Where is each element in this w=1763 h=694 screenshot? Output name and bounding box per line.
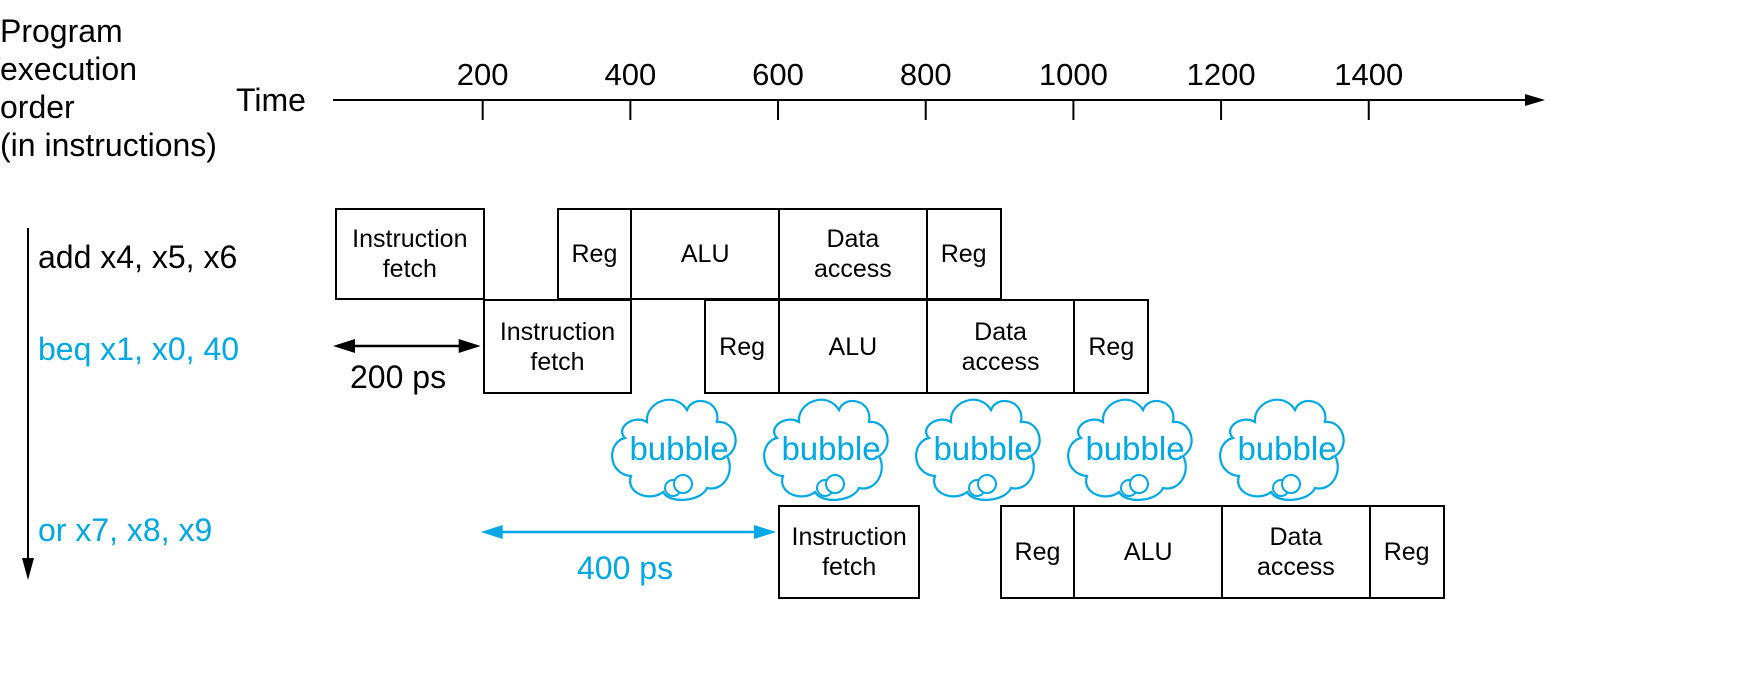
stage-reg: Reg — [556, 208, 633, 300]
bubble-label: bubble — [1237, 430, 1337, 467]
stage-alu: ALU — [778, 299, 928, 394]
axis-tick-label: 1400 — [1334, 57, 1404, 92]
bubble-cloud-icon — [763, 398, 889, 501]
title-line: Program — [0, 13, 123, 49]
axis-tick-label: 1000 — [1038, 57, 1108, 92]
axis-tick-label: 1200 — [1186, 57, 1256, 92]
order-axis-arrowhead — [22, 558, 34, 580]
bubble-cloud-icon — [1067, 398, 1193, 501]
axis-tick-label: 800 — [899, 57, 952, 92]
stage-reg: Reg — [999, 505, 1076, 599]
stage-data-access: Data access — [1221, 505, 1371, 599]
stage-alu: ALU — [1073, 505, 1224, 599]
bubble-label: bubble — [1085, 430, 1185, 467]
interval-arrow — [333, 339, 481, 353]
stage-reg: Reg — [1073, 299, 1150, 394]
title-line: execution — [0, 51, 137, 87]
instruction-label-or: or x7, x8, x9 — [38, 512, 213, 548]
bubble-cloud-icon — [915, 398, 1041, 501]
axis-tick-label: 400 — [604, 57, 657, 92]
interval-label: 200 ps — [350, 359, 447, 395]
bubble-label: bubble — [781, 430, 881, 467]
axis-tick-label: 200 — [456, 57, 509, 92]
stage-reg: Reg — [704, 299, 781, 394]
stage-alu: ALU — [630, 208, 781, 300]
interval-arrow — [480, 525, 777, 539]
bubble-label: bubble — [629, 430, 729, 467]
stage-data-access: Data access — [925, 299, 1076, 394]
program-execution-order-label: Program execution order (in instructions… — [0, 13, 217, 164]
axis-tick-label: 600 — [752, 57, 804, 92]
title-line: order — [0, 89, 75, 125]
instruction-label-beq: beq x1, x0, 40 — [38, 331, 240, 367]
time-axis-arrowhead — [1525, 94, 1545, 106]
bubble-label: bubble — [933, 430, 1033, 467]
stage-reg: Reg — [1368, 505, 1445, 599]
interval-label: 400 ps — [577, 550, 674, 586]
time-axis-label: Time — [236, 82, 306, 118]
title-line: (in instructions) — [0, 127, 217, 163]
bubble-cloud-icon — [1219, 398, 1345, 501]
stage-instruction-fetch: Instruction fetch — [335, 208, 485, 300]
instruction-label-add: add x4, x5, x6 — [38, 239, 238, 275]
stage-instruction-fetch: Instruction fetch — [778, 505, 921, 599]
stage-data-access: Data access — [778, 208, 928, 300]
stage-instruction-fetch: Instruction fetch — [482, 299, 633, 394]
bubble-cloud-icon — [611, 398, 737, 501]
stage-reg: Reg — [925, 208, 1002, 300]
